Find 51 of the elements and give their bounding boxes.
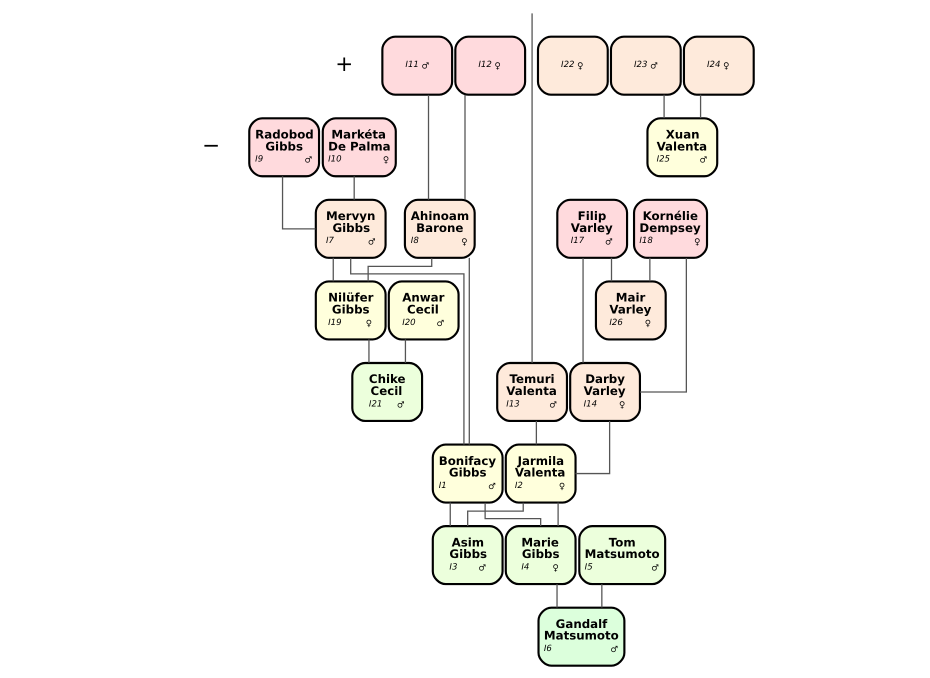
connector: [428, 94, 430, 200]
node-box: Bonifacy Gibbs I1 ♂: [432, 444, 504, 504]
node-box: Mervyn Gibbs I7 ♂: [314, 198, 387, 259]
node-box: Xuan Valenta I25 ♂: [646, 117, 718, 178]
node-box: I12 ♀: [454, 36, 526, 96]
connector: [467, 502, 524, 526]
connector: [556, 584, 558, 608]
connector: [601, 584, 602, 608]
connector: [468, 258, 470, 445]
connector: [582, 258, 584, 363]
node-box: I23 ♂: [610, 36, 682, 96]
node-box: Asim Gibbs I3 ♂: [432, 525, 504, 586]
node-box: Tom Matsumoto I5 ♂: [578, 525, 666, 586]
connector: [368, 258, 432, 282]
node-box: Temuri Valenta I13 ♂: [496, 362, 568, 422]
node-box: Gandalf Matsumoto I6 ♂: [537, 606, 626, 667]
connector: [368, 339, 370, 363]
node-box: Ahinoam Barone I8 ♀: [404, 198, 476, 259]
connector: [576, 420, 610, 474]
node-box: Kornélie Dempsey I18 ♀: [632, 198, 708, 259]
label: −: [202, 134, 220, 159]
connector: [332, 258, 334, 282]
connector: [484, 502, 542, 526]
connector: [536, 420, 538, 444]
node-box: Filip Varley I17 ♂: [556, 198, 628, 259]
connector: [450, 502, 451, 526]
connector: [354, 176, 355, 200]
node-box: Markéta De Palma I10 ♀: [322, 117, 397, 178]
connector: [282, 176, 316, 230]
connector: [350, 258, 465, 444]
connector: [649, 258, 651, 282]
connector: [464, 94, 466, 200]
connector: [700, 94, 702, 118]
node-box: Chike Cecil I21 ♂: [351, 362, 424, 422]
node-box: Radobod Gibbs I9 ♂: [248, 117, 320, 178]
node-box: I24 ♀: [682, 36, 755, 96]
node-box: Jarmila Valenta I2 ♀: [504, 444, 577, 504]
connector: [640, 258, 687, 393]
node-box: Marie Gibbs I4 ♀: [504, 525, 577, 586]
node-box: I11 ♂: [381, 36, 454, 96]
node-box: Darby Varley I14 ♀: [569, 362, 642, 422]
connector: [557, 502, 559, 526]
node-box: I22 ♀: [536, 36, 609, 96]
label: +: [335, 52, 354, 78]
node-box: Anwar Cecil I20 ♂: [388, 280, 460, 340]
node-box: Mair Varley I26 ♀: [594, 280, 667, 340]
connector: [610, 258, 612, 282]
connector: [404, 339, 406, 363]
connector: [531, 13, 533, 363]
connector: [663, 94, 665, 118]
node-box: Nilüfer Gibbs I19 ♀: [314, 280, 387, 340]
